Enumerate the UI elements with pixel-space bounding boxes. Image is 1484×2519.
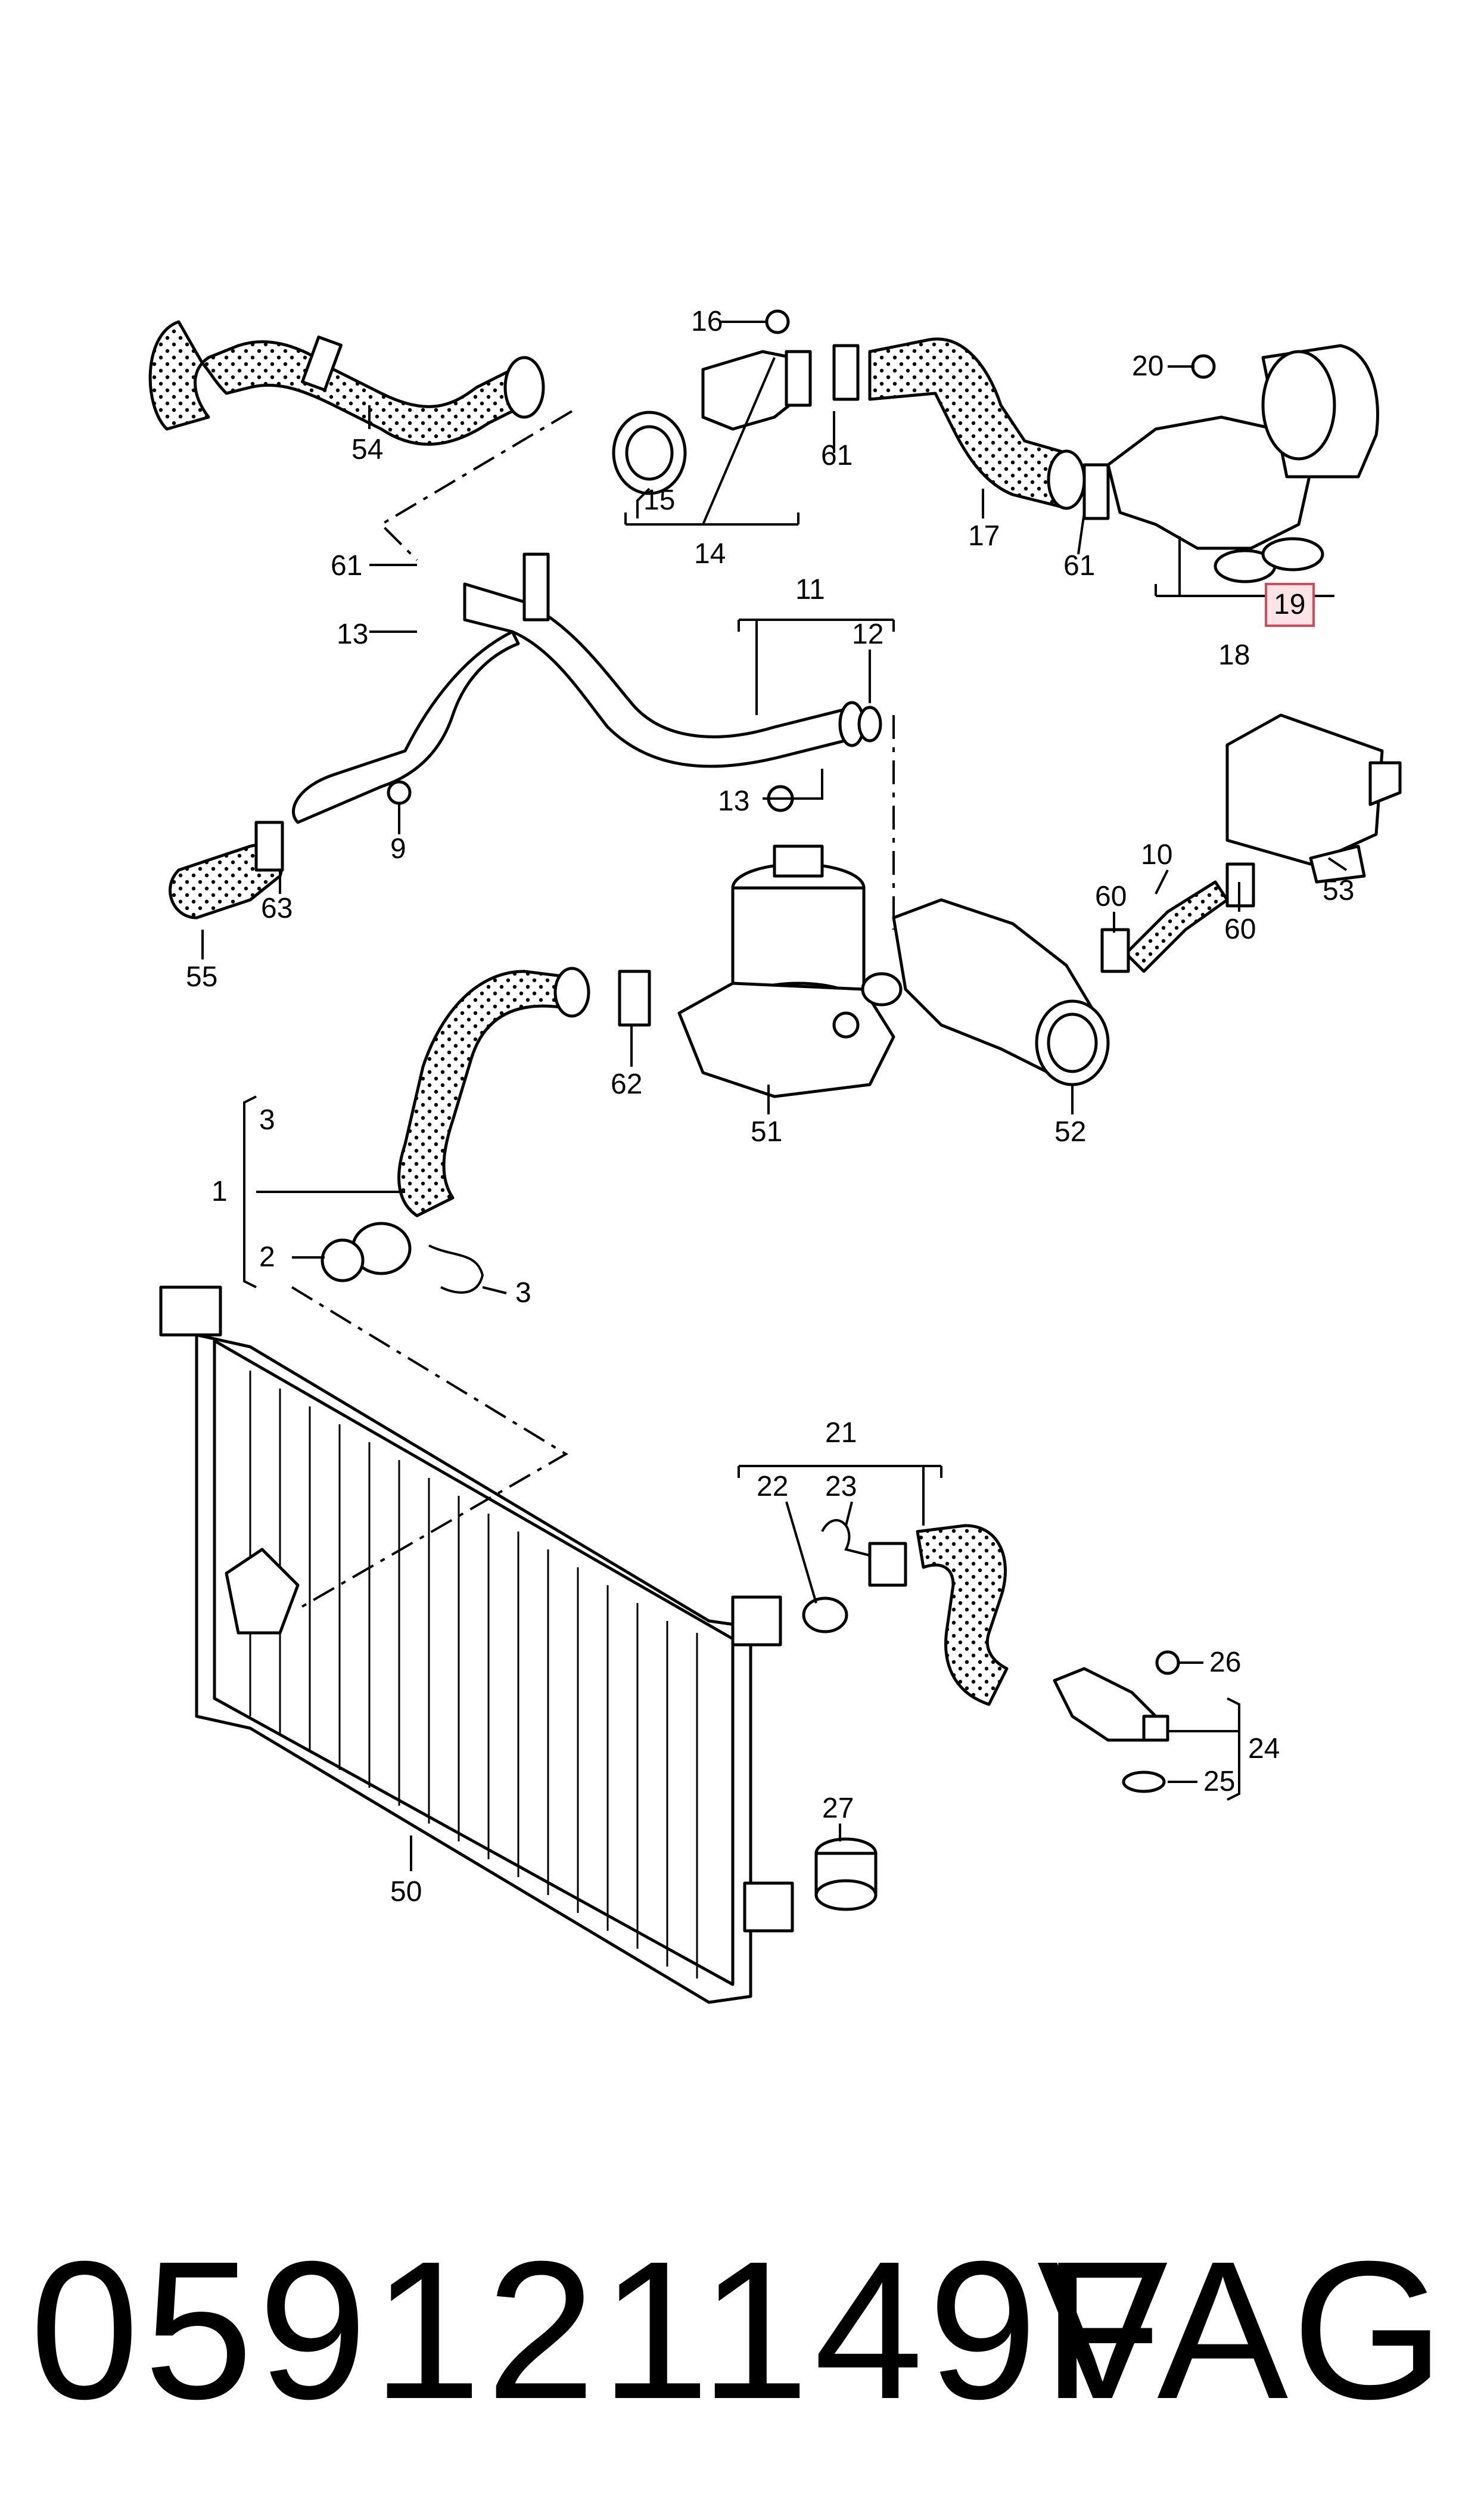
callout-14: 14 xyxy=(694,538,726,570)
callout-62: 62 xyxy=(611,1069,642,1100)
callout-2: 2 xyxy=(259,1241,275,1273)
callout-21: 21 xyxy=(825,1417,857,1449)
callout-61-left: 61 xyxy=(331,550,362,582)
radiator-50 xyxy=(159,1285,794,2004)
callout-24: 24 xyxy=(1248,1733,1280,1765)
hose-17 xyxy=(832,337,1086,510)
callout-3-upper: 3 xyxy=(259,1104,275,1136)
callout-60-left: 60 xyxy=(1095,881,1127,912)
pipe-14 xyxy=(612,309,812,495)
callout-61-top: 61 xyxy=(821,440,853,471)
callout-61-right: 61 xyxy=(1063,550,1095,582)
hose-55 xyxy=(169,780,412,920)
callout-9: 9 xyxy=(390,833,406,865)
sensor-24 xyxy=(1053,1650,1180,1793)
coolant-pipe-11 xyxy=(292,552,882,824)
callout-22: 22 xyxy=(757,1471,788,1502)
callout-63: 63 xyxy=(261,893,293,924)
callout-15: 15 xyxy=(643,484,675,516)
callout-27: 27 xyxy=(822,1793,854,1824)
parts-diagram: 54 16 15 14 61 17 61 20 19 18 61 13 11 1… xyxy=(148,306,1402,2004)
callout-11: 11 xyxy=(795,574,825,605)
footer: 059121149F VAG xyxy=(0,2217,1484,2467)
callout-60-right: 60 xyxy=(1224,914,1256,945)
callout-20: 20 xyxy=(1132,350,1163,382)
callout-51: 51 xyxy=(751,1116,782,1148)
callout-19: 19 xyxy=(1274,589,1305,620)
callout-10: 10 xyxy=(1141,839,1172,871)
callout-54: 54 xyxy=(351,434,383,465)
callout-55: 55 xyxy=(186,961,217,993)
brand-name: VAG xyxy=(1037,2220,1448,2440)
callout-50: 50 xyxy=(390,1876,422,1908)
callout-26: 26 xyxy=(1209,1647,1241,1678)
bushing-27 xyxy=(814,1837,878,1911)
callout-23: 23 xyxy=(825,1471,857,1502)
callout-3-lower: 3 xyxy=(515,1277,531,1309)
hose-1 xyxy=(321,967,651,1294)
hose-21 xyxy=(802,1519,1009,1706)
hose-54 xyxy=(148,320,545,446)
callout-17: 17 xyxy=(968,520,1000,552)
oil-filter-housing-51 xyxy=(677,844,895,1098)
callout-13-left: 13 xyxy=(337,619,368,650)
leader-lines xyxy=(201,321,1348,1871)
callout-25: 25 xyxy=(1203,1766,1235,1797)
callout-1: 1 xyxy=(211,1176,228,1207)
thermostat-housing-18 xyxy=(1082,344,1379,583)
callout-12: 12 xyxy=(852,619,883,650)
callout-53: 53 xyxy=(1323,875,1354,906)
callout-52: 52 xyxy=(1054,1116,1086,1148)
part-number: 059121149F xyxy=(30,2220,1167,2440)
callout-18: 18 xyxy=(1218,639,1250,671)
callout-16: 16 xyxy=(691,306,723,337)
thermostat-52 xyxy=(861,898,1110,1086)
oil-cooler-53 xyxy=(1225,713,1402,884)
callout-19-highlight xyxy=(1265,583,1315,627)
callout-labels: 54 16 15 14 61 17 61 20 19 18 61 13 11 1… xyxy=(186,306,1354,1908)
callout-13-center: 13 xyxy=(718,785,749,817)
alignment-lines xyxy=(291,410,895,1610)
